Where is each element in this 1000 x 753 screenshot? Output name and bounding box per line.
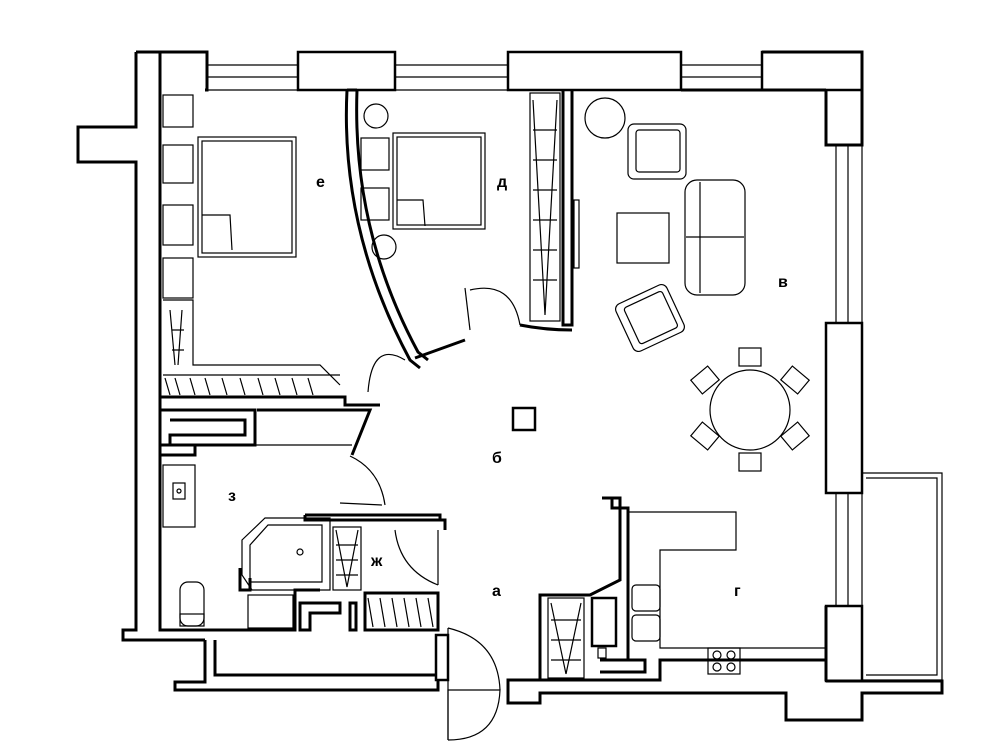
bedroom-e-furniture: [162, 94, 341, 396]
hall-furniture: [511, 406, 537, 432]
doors: [339, 287, 521, 741]
wardrobe-zh: [332, 526, 434, 628]
room-label-a: а: [492, 583, 501, 600]
outer-walls: [76, 50, 944, 722]
interior-walls: [160, 88, 647, 680]
room-label-v: в: [778, 274, 788, 291]
kitchen-furniture: [547, 511, 826, 679]
room-labels: е д в б з ж а г: [228, 174, 788, 600]
bathroom-furniture: [162, 464, 331, 629]
room-label-b: б: [492, 450, 502, 467]
room-label-zh: ж: [370, 553, 383, 570]
living-room-furniture: [584, 97, 811, 472]
room-label-g: г: [734, 583, 741, 600]
room-label-d: д: [497, 174, 507, 191]
bedroom-d-furniture: [360, 92, 580, 322]
room-label-e: е: [316, 174, 325, 191]
room-label-z: з: [228, 488, 236, 505]
